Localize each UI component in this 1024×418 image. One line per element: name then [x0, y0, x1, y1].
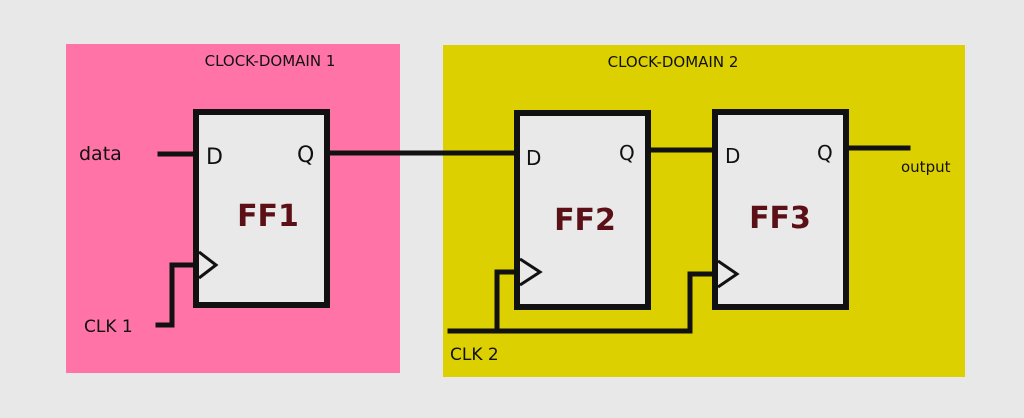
output-label: output — [901, 158, 951, 176]
ff2-d-pin: D — [526, 146, 541, 170]
clk2-label: CLK 2 — [450, 345, 499, 365]
clock-triangle-icon — [198, 250, 219, 280]
clk1-label: CLK 1 — [84, 317, 133, 337]
ff1-label: FF1 — [237, 199, 299, 234]
ff3-q-pin: Q — [817, 141, 833, 165]
clock-triangle-icon — [519, 257, 543, 287]
ff3-label: FF3 — [749, 201, 811, 236]
ff1-d-pin: D — [206, 145, 223, 170]
clk2-ff2-wire — [494, 269, 520, 334]
ff1-q-pin: Q — [297, 143, 314, 168]
clk1-wire — [155, 262, 199, 328]
ff2-q-pin: Q — [619, 141, 635, 165]
clock-domain-1-label: CLOCK-DOMAIN 1 — [205, 52, 336, 70]
ff3-d-pin: D — [725, 144, 740, 168]
flipflop-ff1: D Q FF1 — [193, 109, 330, 308]
clock-triangle-icon — [717, 259, 740, 289]
ff1-box — [193, 109, 330, 308]
flipflop-ff3: D Q FF3 — [712, 109, 849, 310]
ff2-box — [514, 110, 651, 310]
clock-domain-2-label: CLOCK-DOMAIN 2 — [608, 53, 739, 71]
ff2-label: FF2 — [554, 203, 616, 238]
data-input-label: data — [79, 143, 122, 165]
clk2-ff3-wire — [687, 271, 718, 334]
flipflop-ff2: D Q FF2 — [514, 110, 651, 310]
